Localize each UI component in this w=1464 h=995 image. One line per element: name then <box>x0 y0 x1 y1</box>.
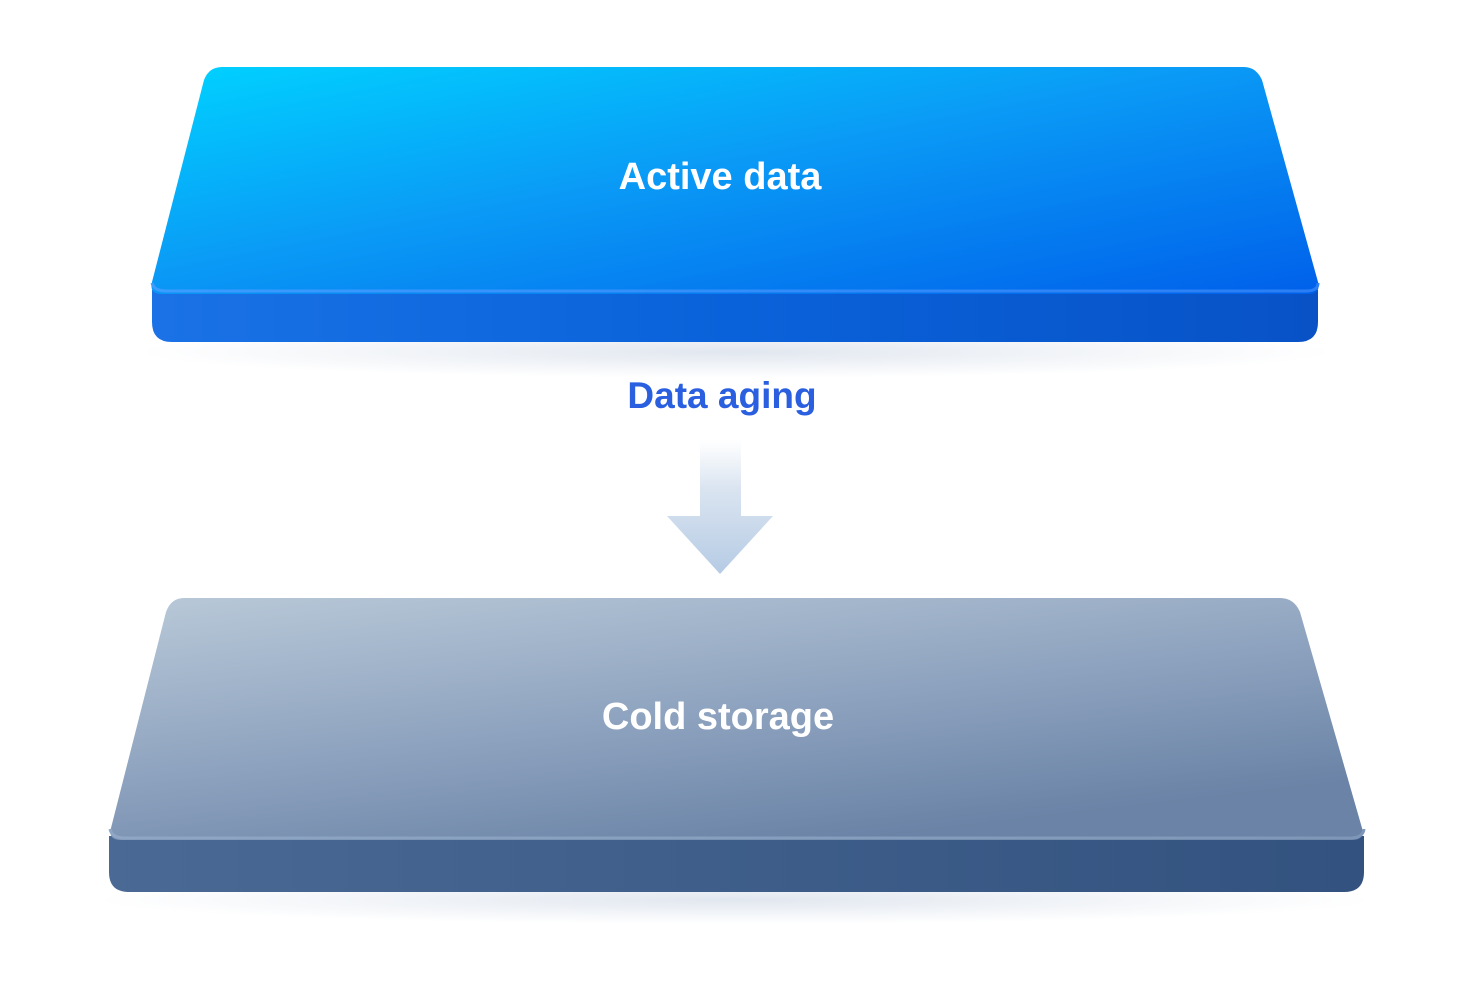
active-data-slab-edge <box>152 290 1318 342</box>
active-data-slab-rim <box>150 282 1320 293</box>
data-aging-label: Data aging <box>627 375 817 416</box>
down-arrow-icon <box>667 440 773 574</box>
cold-storage-slab-edge <box>109 836 1364 892</box>
cold-storage-slab <box>95 598 1375 924</box>
cold-storage-slab-rim <box>108 828 1366 840</box>
cold-storage-label: Cold storage <box>601 696 835 738</box>
active-data-label: Active data <box>618 156 822 198</box>
cold-storage-slab-face <box>110 598 1363 840</box>
active-data-slab-face <box>151 67 1319 294</box>
active-data-slab <box>135 67 1335 378</box>
